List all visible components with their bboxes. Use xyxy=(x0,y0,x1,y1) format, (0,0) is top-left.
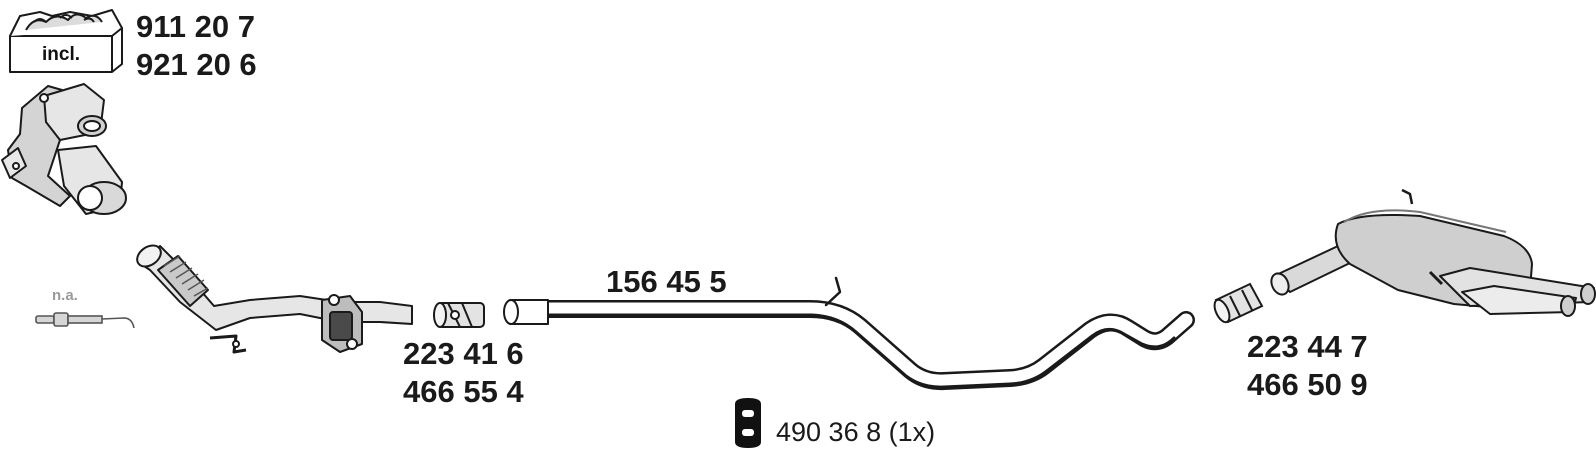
clamp-2-part-number-1[interactable]: 223 44 7 xyxy=(1247,329,1368,364)
rubber-mount-icon[interactable] xyxy=(735,398,761,448)
kit-part-number-2[interactable]: 921 20 6 xyxy=(136,47,257,82)
kit-part-number-1[interactable]: 911 20 7 xyxy=(136,9,255,44)
clamp-2-part-number-2[interactable]: 466 50 9 xyxy=(1247,367,1368,402)
pipe-clamp-icon[interactable] xyxy=(1211,282,1264,324)
catalytic-converter-icon[interactable] xyxy=(1,83,127,215)
lambda-sensor-icon xyxy=(35,312,135,329)
pipe-clamp-icon[interactable] xyxy=(433,302,485,328)
clamp-1-part-number-1[interactable]: 223 41 6 xyxy=(403,336,524,371)
middle-pipe-part-number[interactable]: 156 45 5 xyxy=(606,264,727,299)
rear-silencer-icon[interactable] xyxy=(1268,188,1596,317)
sensor-label: n.a. xyxy=(52,287,78,304)
front-pipe-icon[interactable] xyxy=(133,241,413,354)
middle-pipe-icon[interactable] xyxy=(503,276,1195,391)
mount-part-number[interactable]: 490 36 8 (1x) xyxy=(776,417,935,447)
box-icon xyxy=(9,9,123,73)
clamp-1-part-number-2[interactable]: 466 55 4 xyxy=(403,374,524,409)
incl-label: incl. xyxy=(42,44,80,65)
